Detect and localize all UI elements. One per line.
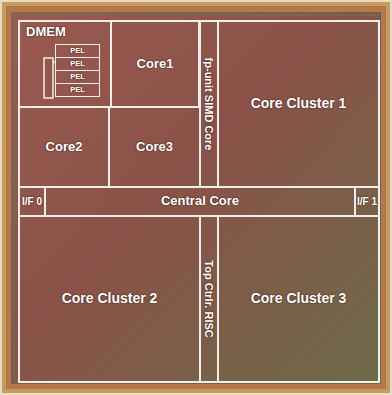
pad-ring-inner — [6, 6, 386, 389]
memory-slice-box: PEL — [55, 57, 100, 71]
region-label: Core1 — [137, 57, 174, 71]
die-core — [11, 12, 381, 384]
die-region-box: Core Cluster 2 — [18, 215, 201, 383]
vertical-region-label: Top Ctrlr. RISC — [203, 260, 215, 337]
region-label: PEL — [70, 47, 85, 55]
region-label: PEL — [70, 73, 85, 81]
region-label: I/F 0 — [22, 196, 42, 207]
region-label: Core Cluster 2 — [62, 291, 158, 306]
die-region-box: DMEM PEL PEL PEL PEL — [18, 20, 112, 108]
region-label: Core2 — [46, 140, 83, 154]
die-region-box: I/F 0 — [18, 186, 46, 217]
die-region-box: Core3 — [108, 106, 201, 188]
region-label: PEL — [70, 60, 85, 68]
die-region-box: Core Cluster 1 — [217, 20, 380, 188]
region-label: Core Cluster 1 — [251, 96, 347, 111]
die-region-box: Core1 — [110, 20, 200, 108]
memory-slice-box: PEL — [55, 70, 100, 84]
die-region-box: Top Ctrlr. RISC — [199, 215, 219, 383]
die-region-box: I/F 1 — [354, 186, 380, 217]
dmem-block — [44, 58, 53, 98]
region-label: Core3 — [136, 140, 173, 154]
die-region-box: Core2 — [18, 106, 110, 188]
pad-ring — [2, 2, 390, 393]
die-region-box: Central Core — [44, 186, 356, 217]
region-label: PEL — [70, 86, 85, 94]
region-label: DMEM — [26, 25, 66, 39]
region-label: Core Cluster 3 — [251, 291, 347, 306]
die-edge — [14, 15, 378, 381]
memory-slice-box: PEL — [55, 83, 100, 97]
region-label: I/F 1 — [357, 196, 377, 207]
region-label: Central Core — [161, 194, 239, 208]
die-region-box: Core Cluster 3 — [217, 215, 380, 383]
die-region-box: fp-unit SIMD Core — [199, 20, 219, 188]
vertical-region-label: fp-unit SIMD Core — [203, 58, 215, 151]
memory-slice-box: PEL — [55, 44, 100, 58]
